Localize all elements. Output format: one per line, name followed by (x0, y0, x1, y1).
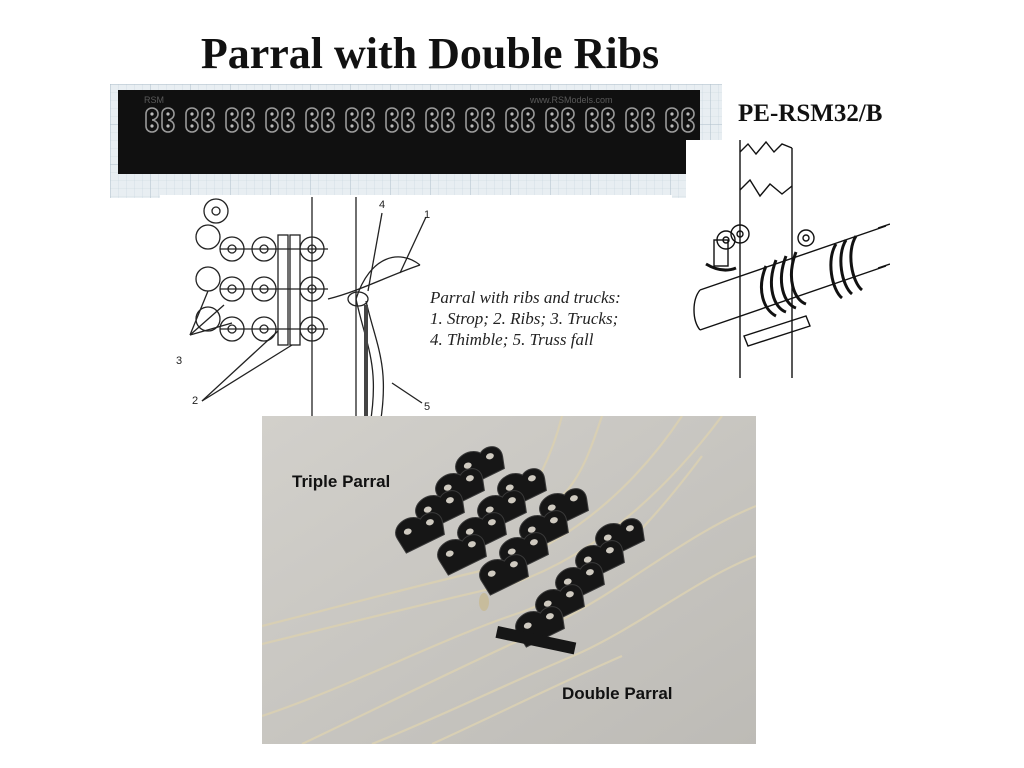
parral-diagram: 4 1 3 2 5 Parral with ribs and trucks: 1… (160, 195, 672, 437)
callout-5: 5 (424, 401, 431, 413)
callout-4: 4 (379, 199, 386, 211)
double-parral-label: Double Parral (562, 684, 673, 703)
diagram-caption-line-3: 4. Thimble; 5. Truss fall (430, 330, 594, 349)
callout-3: 3 (176, 355, 183, 367)
mast-yard-drawing-image (693, 140, 890, 378)
sheet-marking-right: www.RSModels.com (529, 95, 613, 105)
parral-photo: Triple Parral Double Parral (262, 416, 756, 744)
diagram-caption-line-1: Parral with ribs and trucks: (430, 288, 621, 307)
parral-photo-image (262, 416, 756, 744)
callout-2: 2 (192, 395, 199, 407)
mast-yard-drawing (686, 140, 890, 390)
callout-1: 1 (424, 209, 431, 221)
page-title: Parral with Double Ribs (200, 29, 660, 78)
sheet-marking-left: RSM (144, 95, 164, 105)
photo-etched-sheet: RSM www.RSModels.com (110, 84, 722, 198)
photo-etched-sheet-image: RSM www.RSModels.com (110, 84, 722, 198)
triple-parral-label: Triple Parral (292, 472, 391, 491)
parral-diagram-drawing (189, 197, 427, 437)
product-code: PE-RSM32/B (738, 100, 883, 127)
diagram-caption-line-2: 1. Strop; 2. Ribs; 3. Trucks; (430, 309, 619, 328)
